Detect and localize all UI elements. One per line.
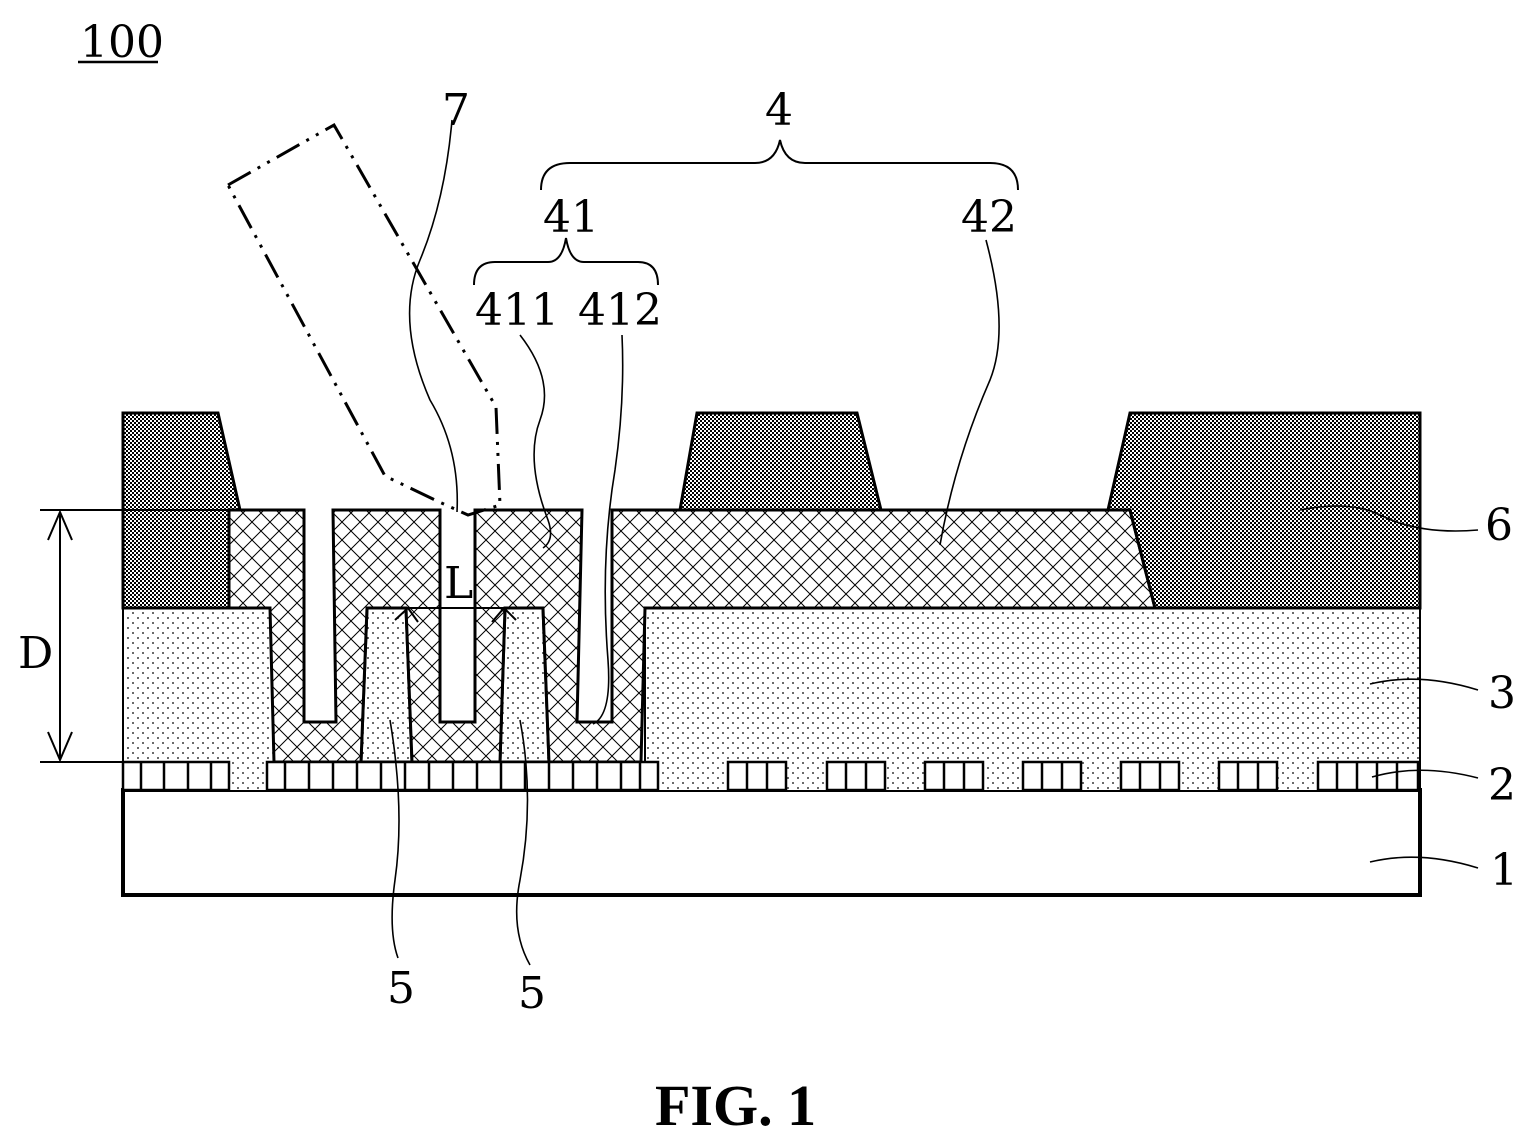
label-4: 4 <box>765 85 793 136</box>
dark-layer-6-right <box>1108 413 1420 608</box>
label-412: 412 <box>578 285 662 336</box>
label-l: L <box>444 558 473 609</box>
dotted-gap-left <box>229 762 267 790</box>
label-42: 42 <box>961 192 1017 243</box>
label-411: 411 <box>475 285 559 336</box>
label-d: D <box>18 628 53 679</box>
dotted-layer-left <box>123 608 274 762</box>
figure-ref-number: 100 <box>80 17 164 68</box>
electrode-layer-2 <box>123 762 1418 790</box>
label-7: 7 <box>442 85 470 136</box>
figure-caption: FIG. 1 <box>655 1073 816 1138</box>
substrate-layer <box>123 790 1420 895</box>
dark-layer-6-middle <box>680 413 881 510</box>
label-5-right: 5 <box>518 968 546 1019</box>
label-3: 3 <box>1488 668 1516 719</box>
bracket-41 <box>474 238 658 285</box>
pillar-5b <box>500 608 549 762</box>
label-41: 41 <box>543 192 599 243</box>
pillar-5a <box>361 608 412 762</box>
bracket-4 <box>541 140 1018 190</box>
label-5-left: 5 <box>387 963 415 1014</box>
tool-outline-7 <box>228 125 500 515</box>
label-2: 2 <box>1488 760 1516 811</box>
label-6: 6 <box>1485 500 1513 551</box>
label-1: 1 <box>1490 845 1518 896</box>
